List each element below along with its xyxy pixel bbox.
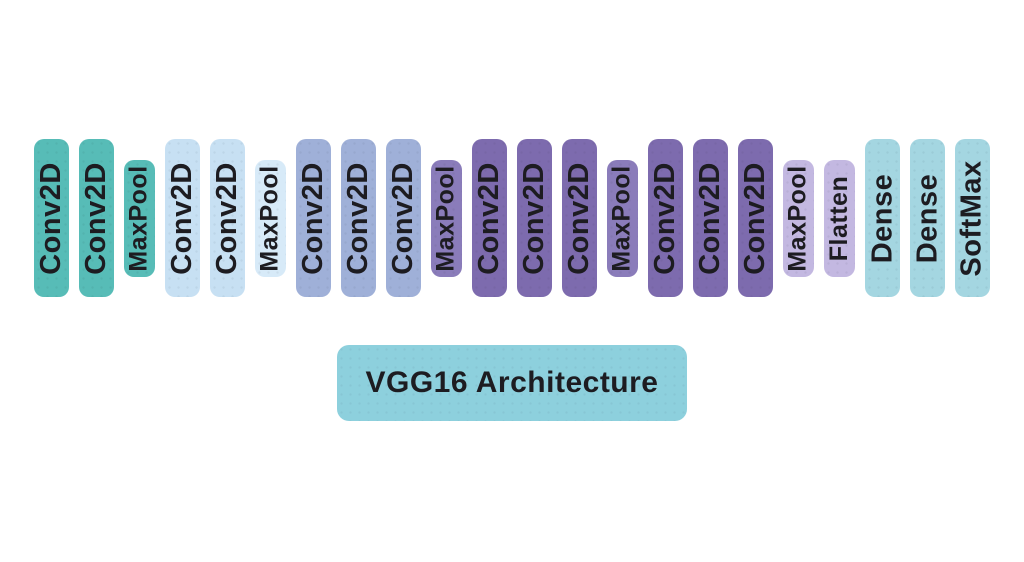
layer-label: Conv2D xyxy=(563,161,596,275)
layer-block-18-maxpool: MaxPool xyxy=(783,159,814,277)
layer-label: Conv2D xyxy=(80,161,113,275)
layer-block-20-dense: Dense xyxy=(865,139,900,297)
layer-block-22-softmax: SoftMax xyxy=(955,139,990,297)
layers-row: Conv2D Conv2D MaxPool Conv2D Conv2D MaxPool Co… xyxy=(0,139,1024,297)
diagram-title: VGG16 Architecture xyxy=(365,366,659,399)
layer-label: MaxPool xyxy=(608,164,637,272)
layer-label: Conv2D xyxy=(387,161,420,275)
layer-block-12-conv2d: Conv2D xyxy=(517,139,552,297)
layer-block-3-maxpool: MaxPool xyxy=(124,159,155,277)
layer-label: Dense xyxy=(911,173,944,263)
layer-block-6-maxpool: MaxPool xyxy=(255,159,286,277)
layer-label: Flatten xyxy=(825,175,854,261)
layer-label: Conv2D xyxy=(297,161,330,275)
layer-block-1-conv2d: Conv2D xyxy=(34,139,69,297)
layer-block-21-dense: Dense xyxy=(910,139,945,297)
layer-label: MaxPool xyxy=(784,164,813,272)
layer-block-13-conv2d: Conv2D xyxy=(562,139,597,297)
layer-label: Conv2D xyxy=(35,161,68,275)
layer-block-4-conv2d: Conv2D xyxy=(165,139,200,297)
layer-block-19-flatten: Flatten xyxy=(824,159,855,277)
layer-block-17-conv2d: Conv2D xyxy=(738,139,773,297)
layer-label: Dense xyxy=(866,173,899,263)
layer-block-2-conv2d: Conv2D xyxy=(79,139,114,297)
layer-label: MaxPool xyxy=(125,164,154,272)
layer-label: Conv2D xyxy=(166,161,199,275)
layer-block-15-conv2d: Conv2D xyxy=(648,139,683,297)
layer-block-8-conv2d: Conv2D xyxy=(341,139,376,297)
layer-label: Conv2D xyxy=(473,161,506,275)
layer-label: Conv2D xyxy=(694,161,727,275)
layer-label: Conv2D xyxy=(342,161,375,275)
layer-block-10-maxpool: MaxPool xyxy=(431,159,462,277)
layer-label: Conv2D xyxy=(518,161,551,275)
layer-block-16-conv2d: Conv2D xyxy=(693,139,728,297)
layer-label: SoftMax xyxy=(956,159,989,277)
layer-block-5-conv2d: Conv2D xyxy=(210,139,245,297)
title-box: VGG16 Architecture xyxy=(337,345,687,421)
layer-label: MaxPool xyxy=(432,164,461,272)
layer-label: MaxPool xyxy=(256,164,285,272)
layer-block-11-conv2d: Conv2D xyxy=(472,139,507,297)
layer-block-14-maxpool: MaxPool xyxy=(607,159,638,277)
layer-label: Conv2D xyxy=(739,161,772,275)
layer-block-9-conv2d: Conv2D xyxy=(386,139,421,297)
layer-label: Conv2D xyxy=(649,161,682,275)
layer-label: Conv2D xyxy=(211,161,244,275)
layer-block-7-conv2d: Conv2D xyxy=(296,139,331,297)
